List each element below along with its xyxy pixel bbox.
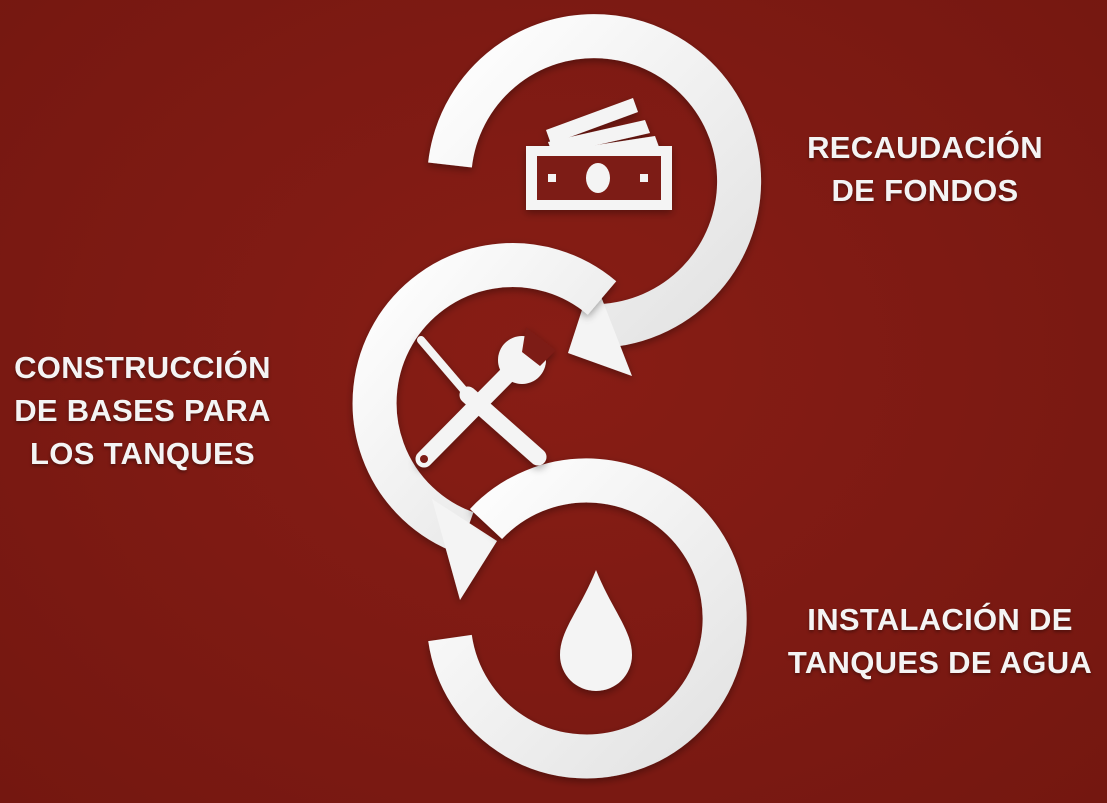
label-line: LOS TANQUES xyxy=(30,436,255,471)
label-line: TANQUES DE AGUA xyxy=(787,645,1093,680)
arc-arrow-2 xyxy=(352,243,617,600)
arc-arrow-1 xyxy=(428,14,762,376)
label-line: CONSTRUCCIÓN xyxy=(14,350,271,385)
step-label-installation: INSTALACIÓN DE TANQUES DE AGUA xyxy=(780,598,1100,684)
label-line: INSTALACIÓN DE xyxy=(807,602,1073,637)
tools-icon xyxy=(415,327,556,468)
money-icon xyxy=(526,98,672,210)
label-line: DE BASES PARA xyxy=(14,393,271,428)
step-label-fundraising: RECAUDACIÓN DE FONDOS xyxy=(790,126,1060,212)
water-drop-icon xyxy=(560,570,632,691)
label-line: RECAUDACIÓN xyxy=(807,130,1043,165)
step-label-construction: CONSTRUCCIÓN DE BASES PARA LOS TANQUES xyxy=(0,346,285,475)
label-line: DE FONDOS xyxy=(831,173,1019,208)
arc-arrow-3 xyxy=(428,458,747,779)
